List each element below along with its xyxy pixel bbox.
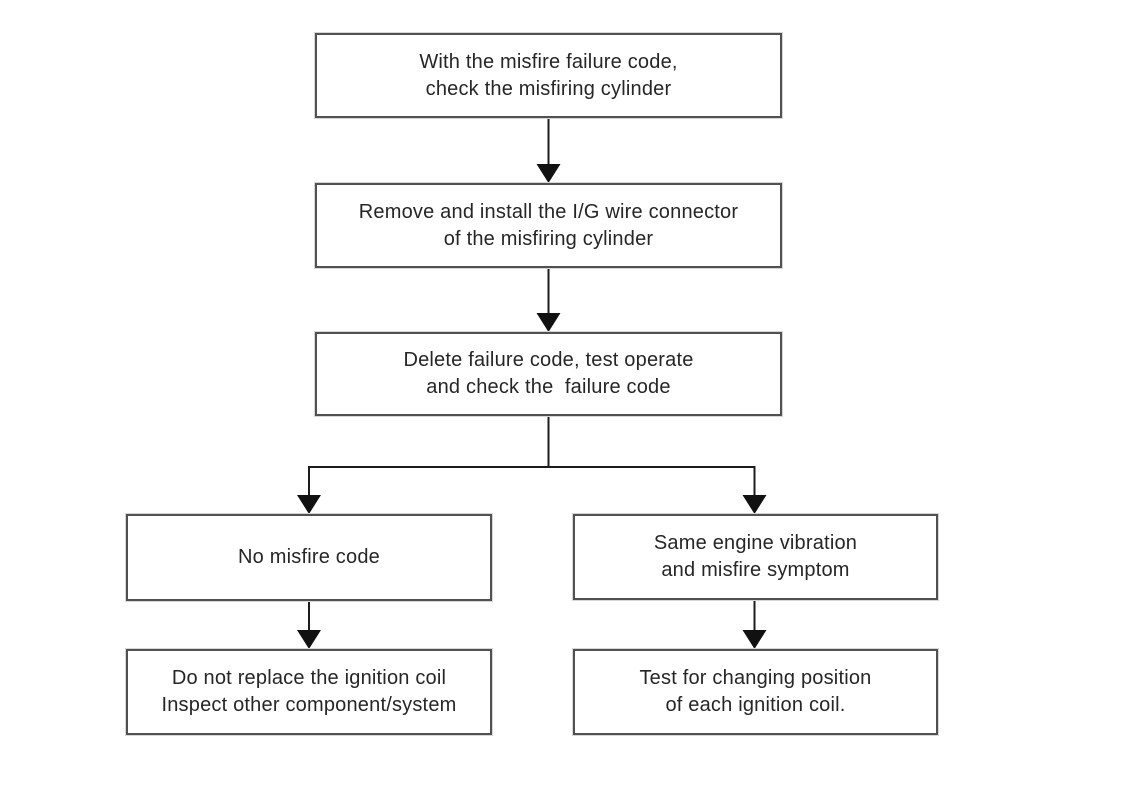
flow-node-same-engine-vibration: Same engine vibration and misfire sympto… [573,514,938,600]
flow-node-do-not-replace-ignition-coil: Do not replace the ignition coil Inspect… [126,649,492,735]
arrowhead-nomisfire-to-donotreplace [297,630,321,649]
flow-node-no-misfire-code: No misfire code [126,514,492,601]
flow-node-test-changing-position: Test for changing position of each ignit… [573,649,938,735]
flow-node-remove-install-ig-wire: Remove and install the I/G wire connecto… [315,183,782,268]
flow-node-check-misfiring-cylinder: With the misfire failure code, check the… [315,33,782,118]
arrowhead-check-to-remove [536,164,561,183]
arrowhead-branch-left [297,495,321,514]
flow-node-delete-failure-code: Delete failure code, test operate and ch… [315,332,782,416]
arrowhead-vibration-to-test [742,630,767,649]
arrowhead-branch-right [742,495,767,514]
arrowhead-remove-to-delete [536,313,561,332]
